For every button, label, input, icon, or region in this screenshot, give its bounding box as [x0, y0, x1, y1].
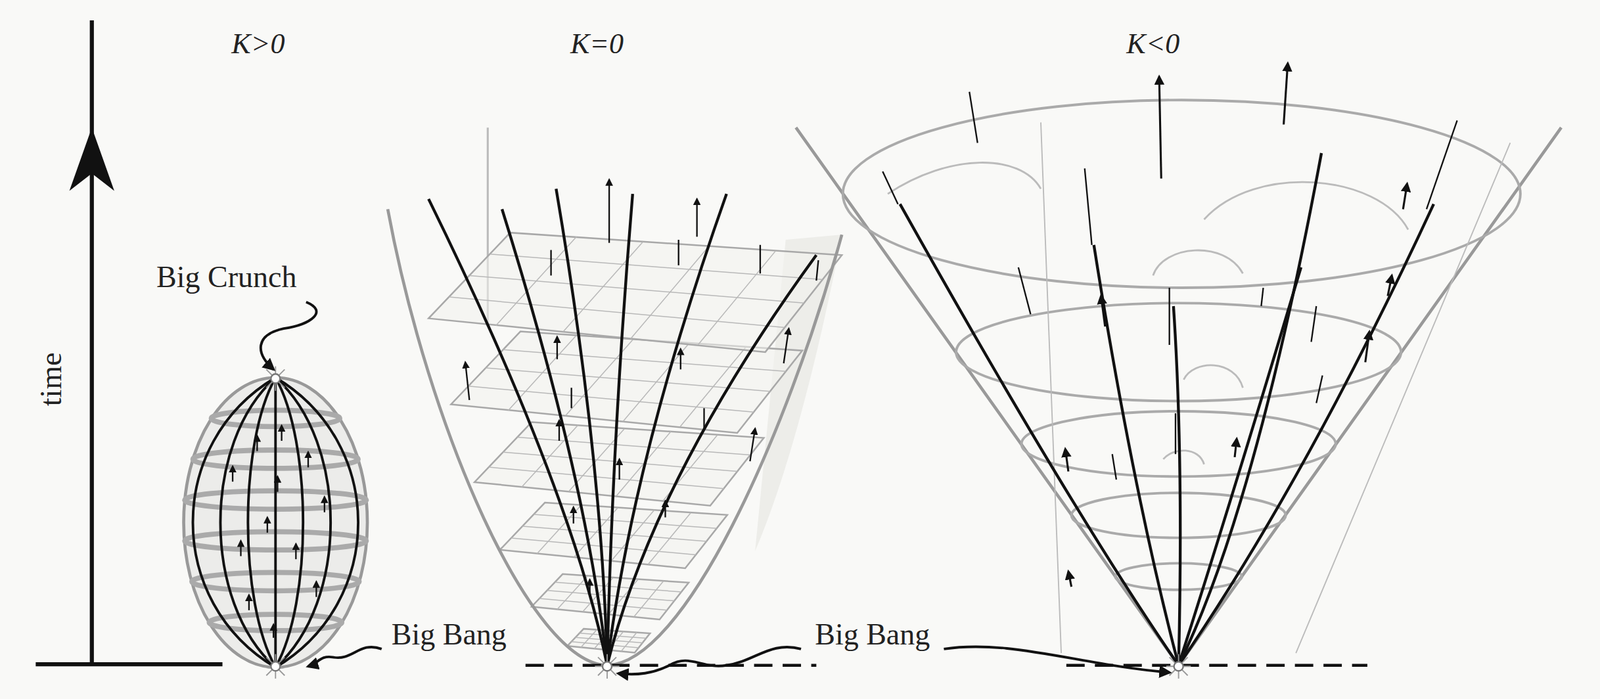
- pointer-arrows: [260, 302, 1170, 675]
- axis-label: time: [34, 352, 68, 407]
- curvature-label: K<0: [1126, 28, 1180, 60]
- closed-universe: [183, 366, 368, 679]
- event-label: Big Bang: [391, 618, 507, 652]
- open-universe: [795, 63, 1562, 679]
- curvature-label: K=0: [570, 28, 624, 60]
- event-label: Big Crunch: [156, 260, 297, 295]
- event-label: Big Bang: [814, 618, 930, 652]
- curvature-label: K>0: [231, 28, 285, 60]
- flat-universe: [387, 127, 842, 679]
